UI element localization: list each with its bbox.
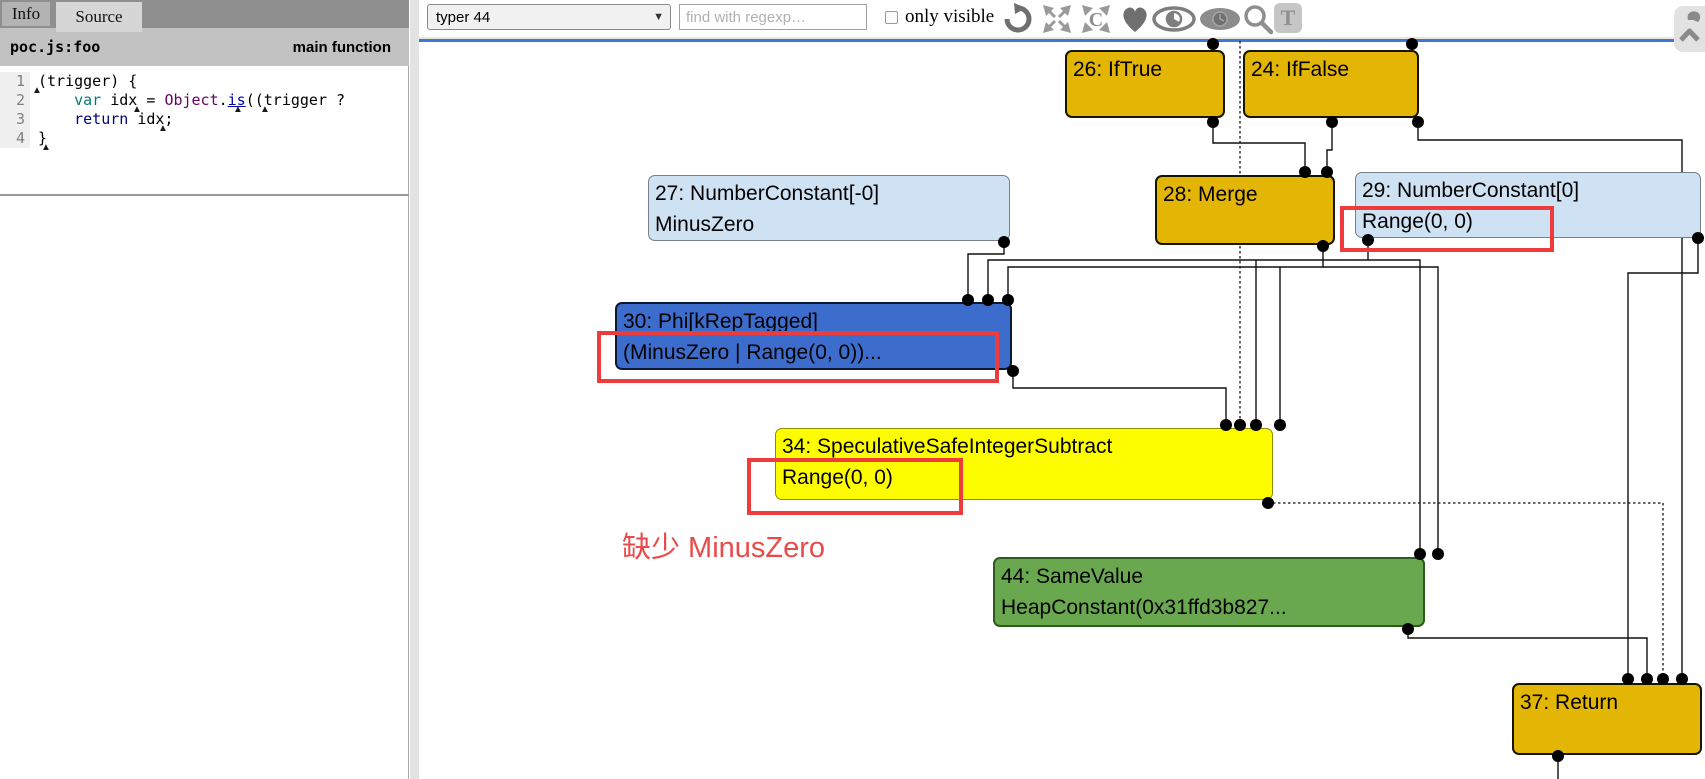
code-text: (trigger) { [30,72,137,91]
code-token: } [38,129,48,147]
panel-divider [0,194,409,196]
node-label: 37: Return [1520,691,1619,714]
node-label: 24: IfFalse [1251,58,1350,81]
source-header: poc.js:foo main function [0,28,409,66]
toggle-types-icon[interactable]: T [1274,3,1302,33]
line-number: 1 [0,72,30,91]
blue-divider-line [419,39,1705,42]
divider-line [419,37,1705,39]
code-token [38,91,74,109]
node-label: 27: NumberConstant[-0] [655,182,880,205]
source-panel: Info Source poc.js:foo main function 1 (… [0,0,409,779]
source-line[interactable]: 1 (trigger) { [0,72,409,91]
hide-unselected-icon[interactable] [1152,6,1196,37]
layout-graph-icon[interactable] [1002,3,1034,40]
tab-info[interactable]: Info [2,2,50,26]
code-token: idx; [128,110,174,128]
code-token [38,110,74,128]
expand-all-icon[interactable] [1040,3,1074,40]
code-token: idx = [101,91,165,109]
source-tab-bar: Info Source [0,0,409,32]
code-token-keyword: var [74,91,102,109]
hide-selected-icon[interactable] [1198,6,1242,37]
node-type: Range(0, 0) [1362,210,1473,233]
toggle-hide-dead-icon[interactable] [1118,3,1152,40]
panel-splitter[interactable] [410,0,419,779]
node-label: 28: Merge [1163,183,1258,206]
graph-node-26-iftrue[interactable]: 26: IfTrue [1065,50,1225,118]
node-label: 26: IfTrue [1073,58,1163,81]
phase-select[interactable]: typer 44 ▼ [427,4,671,30]
source-code: 1 (trigger) { 2 var idx = Object.is((tri… [0,72,409,153]
expand-marker-icon[interactable]: ▲ [260,104,270,115]
code-token-keyword: return [74,110,129,128]
node-type: Range(0, 0) [782,466,893,489]
code-token: ((trigger ? [245,91,346,109]
graph-node-24-iffalse[interactable]: 24: IfFalse [1243,50,1419,118]
expand-marker-icon[interactable]: ▲ [41,142,51,153]
code-token-type: Object [164,91,219,109]
expand-marker-icon[interactable]: ▲ [32,85,42,96]
phase-select-value: typer 44 [436,8,491,26]
graph-node-37-return[interactable]: 37: Return [1512,683,1702,755]
zoom-selection-icon[interactable] [1242,3,1274,40]
code-text: return idx; [30,110,173,129]
svg-text:C: C [1089,9,1103,31]
collapse-pane-button[interactable] [1674,6,1705,52]
graph-toolbar: typer 44 ▼ only visible C [419,0,1705,37]
node-type: (MinusZero | Range(0, 0))... [623,341,882,364]
line-number: 4 [0,129,30,148]
source-line[interactable]: 3 return idx; [0,110,409,129]
expand-marker-icon[interactable]: ▲ [158,123,168,134]
function-name: poc.js:foo [10,38,101,56]
code-token: . [218,91,228,109]
graph-node-34-speculativesafeintegersubtract[interactable]: 34: SpeculativeSafeIntegerSubtract Range… [775,428,1273,500]
annotation-missing-minuszero: 缺少 MinusZero [622,532,826,564]
graph-node-30-phi[interactable]: 30: Phi[kRepTagged] (MinusZero | Range(0… [615,302,1012,370]
source-line[interactable]: 4 } [0,129,409,148]
graph-node-27-numberconstant[interactable]: 27: NumberConstant[-0] MinusZero [648,175,1010,241]
node-label: 34: SpeculativeSafeIntegerSubtract [782,435,1113,458]
tab-source[interactable]: Source [56,2,142,32]
node-type: HeapConstant(0x31ffd3b827... [1001,596,1287,619]
graph-node-44-samevalue[interactable]: 44: SameValue HeapConstant(0x31ffd3b827.… [993,557,1425,627]
only-visible-checkbox[interactable] [885,11,898,24]
expand-marker-icon[interactable]: ▲ [233,104,243,115]
node-label: 44: SameValue [1001,565,1144,588]
node-type: MinusZero [655,213,755,236]
expand-marker-icon[interactable]: ▲ [132,104,142,115]
code-token-link[interactable]: is [227,91,246,109]
code-text: } [30,129,47,148]
line-number: 3 [0,110,30,129]
node-label: 30: Phi[kRepTagged] [623,310,818,333]
uncollapse-all-icon[interactable]: C [1078,3,1114,40]
line-number: 2 [0,91,30,110]
function-subtitle: main function [292,38,391,56]
code-text: var idx = Object.is((trigger ? [30,91,345,110]
node-label: 29: NumberConstant[0] [1362,179,1580,202]
source-line[interactable]: 2 var idx = Object.is((trigger ? [0,91,409,110]
graph-node-28-merge[interactable]: 28: Merge [1155,175,1335,245]
only-visible-label: only visible [905,6,995,27]
chevron-down-icon: ▼ [653,11,664,23]
search-input[interactable] [679,4,867,30]
graph-node-29-numberconstant[interactable]: 29: NumberConstant[0] Range(0, 0) [1355,172,1701,238]
code-token: (trigger) { [38,72,138,90]
